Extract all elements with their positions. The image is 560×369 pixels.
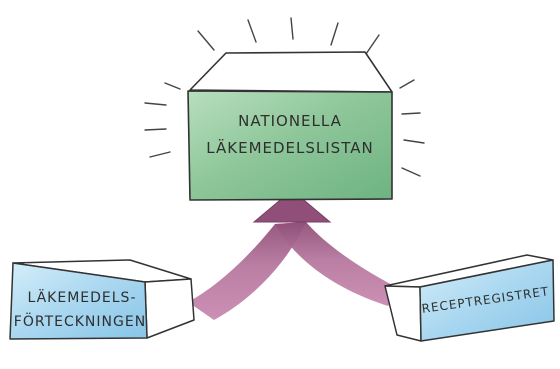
center-box-line1: NATIONELLA	[238, 112, 342, 130]
right-box-side	[385, 286, 421, 341]
center-box: NATIONELLA LÄKEMEDELSLISTAN	[188, 52, 392, 200]
left-box-line1: LÄKEMEDELS-	[27, 288, 136, 306]
merge-arrows	[188, 190, 402, 320]
left-box-side	[145, 279, 194, 338]
left-box: LÄKEMEDELS- FÖRTECKNINGEN	[10, 260, 194, 339]
left-box-line2: FÖRTECKNINGEN	[14, 312, 146, 330]
arrow-from-right	[275, 222, 402, 306]
center-box-top	[190, 52, 392, 92]
right-box: RECEPTREGISTRET	[385, 255, 554, 341]
center-box-line2: LÄKEMEDELSLISTAN	[206, 138, 373, 157]
